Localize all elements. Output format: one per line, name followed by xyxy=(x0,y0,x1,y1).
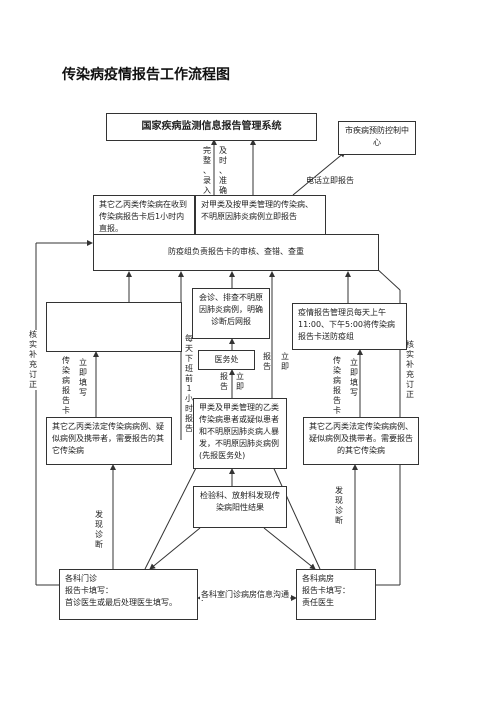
discover-right-label: 发 现 诊 断 xyxy=(335,486,343,525)
consult-box: 会诊、排查不明原因肺炎病例，明确诊断后网报 xyxy=(192,288,270,339)
daily-report-label: 每 天 下 班 前 1 小 时 报 告 xyxy=(185,334,193,433)
right-fill-label: 立 即 填 写 xyxy=(350,358,358,397)
epidemic-reporter-box: 疫情报告管理员每天上午11:00、下午5:00将传染病报告卡送防疫组 xyxy=(292,303,407,350)
report-mid-label: 报 告 xyxy=(220,372,228,391)
left-card-label: 传 染 病 报 告 卡 xyxy=(62,356,70,415)
report-side-label: 报 告 xyxy=(263,352,271,371)
timely-accurate-label: 及 时 、 准 确 xyxy=(219,146,227,195)
class-a-diseases-box: 甲类及甲类管理的乙类传染病患者或疑似患者和不明原因肺炎病人暴发，不明原因肺炎病例… xyxy=(193,398,287,469)
immediate-report-box: 对甲类及按甲类管理的传染病、不明原因肺炎病例立即报告 xyxy=(195,195,326,235)
medical-office-box: 医务处 xyxy=(198,350,255,370)
left-fill-label: 立 即 填 写 xyxy=(79,358,87,397)
within24h-box: 其它乙丙类传染病在收到传染病报告卡后1小时内直报。 xyxy=(93,195,195,235)
review-box: 防疫组负责报告卡的审核、查错、查重 xyxy=(93,234,379,271)
lab-box: 检验科、放射科发现传染病阳性结果 xyxy=(193,486,287,528)
left-blank-box xyxy=(46,302,182,352)
complete-entry-label: 完 整 、 录 入 xyxy=(203,146,211,195)
verify-left-label: 核 实 补 充 订 正 xyxy=(28,330,38,390)
immediately-mid-label: 立 即 xyxy=(236,372,244,391)
page-title: 传染病疫情报告工作流程图 xyxy=(62,67,230,83)
discover-left-label: 发 现 诊 断 xyxy=(95,510,103,549)
immediately-side-label: 立 即 xyxy=(281,352,289,371)
ward-box: 各科病房 报告卡填写： 责任医生 xyxy=(296,569,376,620)
left-other-diseases-box: 其它乙丙类法定传染病病例、疑似病例及携带者，需要报告的其它传染病 xyxy=(46,417,172,465)
cdc-box: 市疾病预防控制中心 xyxy=(338,121,416,155)
communication-label: 各科室门诊病房信息沟通 xyxy=(200,590,290,600)
right-other-diseases-box: 其它乙丙类法定传染病病例、疑似病例及携带者。需要报告的其它传染病 xyxy=(303,417,419,465)
outpatient-box: 各科门诊 报告卡填写： 首诊医生或最后处理医生填写。 xyxy=(59,569,198,620)
phone-report-label: 电话立即报告 xyxy=(306,176,354,185)
right-card-label: 传 染 病 报 告 卡 xyxy=(333,356,341,415)
system-box: 国家疾病监测信息报告管理系统 xyxy=(106,113,317,141)
verify-right-label: 核 实 补 充 订 正 xyxy=(406,340,414,399)
